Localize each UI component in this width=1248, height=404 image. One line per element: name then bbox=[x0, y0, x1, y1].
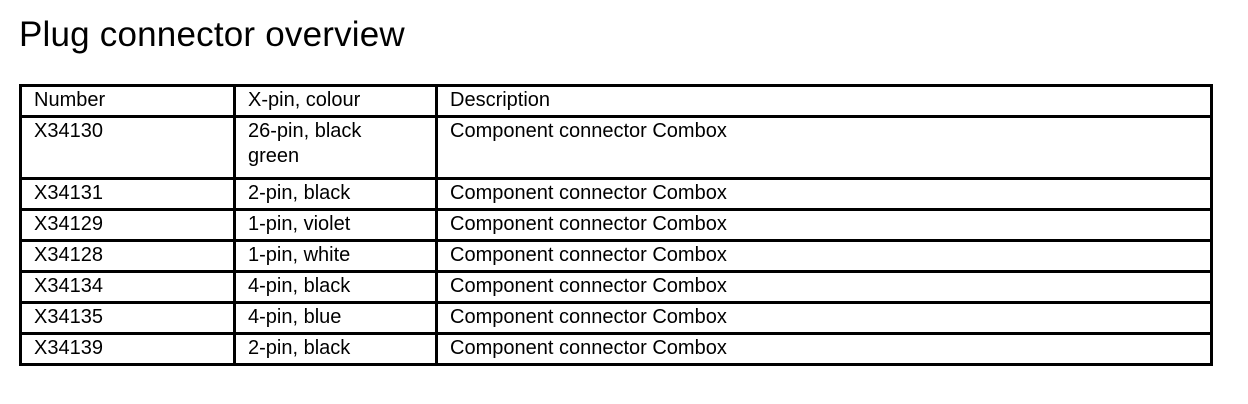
cell-xpin-colour: 4-pin, blue bbox=[233, 301, 438, 335]
cell-xpin-colour: 1-pin, violet bbox=[233, 208, 438, 242]
table-row: X34134 4-pin, black Component connector … bbox=[19, 270, 1213, 304]
page-title: Plug connector overview bbox=[19, 15, 405, 54]
cell-description: Component connector Combox bbox=[435, 301, 1213, 335]
plug-connector-table: Number X-pin, colour Description X34130 … bbox=[19, 84, 1213, 366]
table-row: X34135 4-pin, blue Component connector C… bbox=[19, 301, 1213, 335]
cell-number: X34129 bbox=[19, 208, 236, 242]
cell-xpin-colour: 4-pin, black bbox=[233, 270, 438, 304]
cell-xpin-colour: 2-pin, black bbox=[233, 332, 438, 366]
cell-number: X34139 bbox=[19, 332, 236, 366]
cell-description: Component connector Combox bbox=[435, 177, 1213, 211]
column-header-xpin-colour: X-pin, colour bbox=[233, 84, 438, 118]
cell-description: Component connector Combox bbox=[435, 332, 1213, 366]
cell-number: X34131 bbox=[19, 177, 236, 211]
cell-description: Component connector Combox bbox=[435, 115, 1213, 180]
cell-number: X34130 bbox=[19, 115, 236, 180]
cell-xpin-colour: 1-pin, white bbox=[233, 239, 438, 273]
cell-xpin-colour: 2-pin, black bbox=[233, 177, 438, 211]
cell-number: X34128 bbox=[19, 239, 236, 273]
table-row: X34139 2-pin, black Component connector … bbox=[19, 332, 1213, 366]
cell-description: Component connector Combox bbox=[435, 208, 1213, 242]
table-row: X34129 1-pin, violet Component connector… bbox=[19, 208, 1213, 242]
table-row: X34131 2-pin, black Component connector … bbox=[19, 177, 1213, 211]
column-header-number: Number bbox=[19, 84, 236, 118]
column-header-description: Description bbox=[435, 84, 1213, 118]
table-header-row: Number X-pin, colour Description bbox=[19, 84, 1213, 118]
cell-description: Component connector Combox bbox=[435, 270, 1213, 304]
plug-connector-table-wrapper: Number X-pin, colour Description X34130 … bbox=[19, 84, 1213, 366]
table-row: X34128 1-pin, white Component connector … bbox=[19, 239, 1213, 273]
cell-xpin-colour: 26-pin, black green bbox=[233, 115, 438, 180]
table-body: Number X-pin, colour Description X34130 … bbox=[19, 84, 1213, 366]
cell-number: X34134 bbox=[19, 270, 236, 304]
table-row: X34130 26-pin, black green Component con… bbox=[19, 115, 1213, 180]
cell-number: X34135 bbox=[19, 301, 236, 335]
cell-description: Component connector Combox bbox=[435, 239, 1213, 273]
